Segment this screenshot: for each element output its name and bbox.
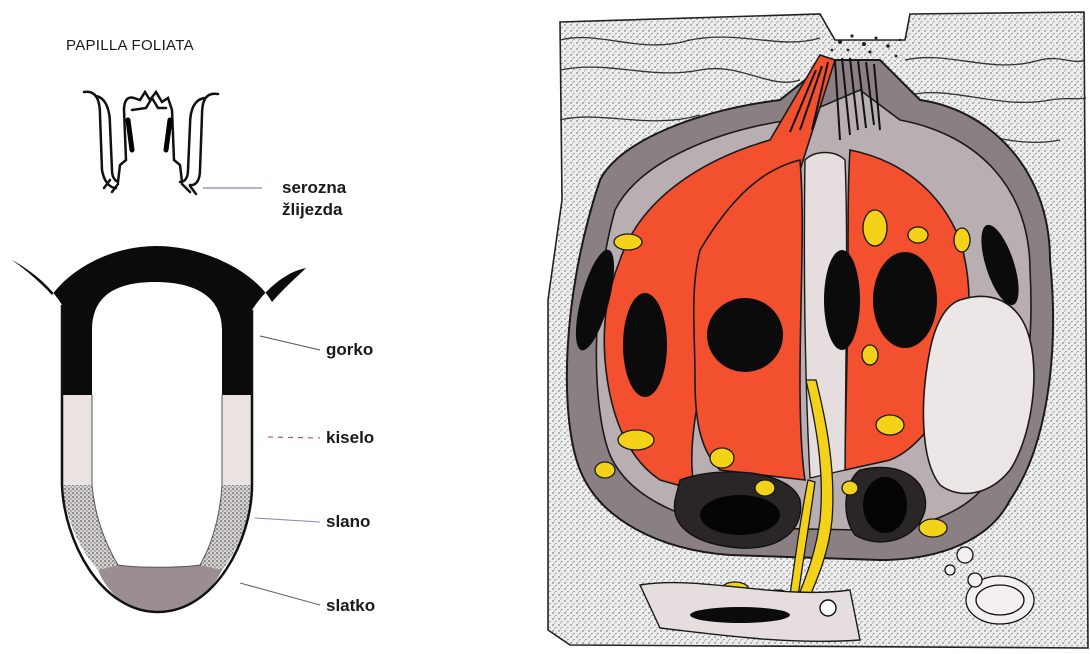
slano-leader [255, 518, 320, 522]
label-slatko: slatko [326, 596, 375, 616]
serous-gland-label-line2: žlijezda [282, 200, 342, 220]
gorko-leader [260, 336, 320, 350]
nucleus [707, 298, 783, 372]
nucleus [873, 252, 937, 348]
tongue-map-drawing [12, 246, 306, 612]
papilla-foliata-drawing [84, 92, 218, 194]
nucleus [863, 477, 907, 533]
papilla-foliata-title: PAPILLA FOLIATA [66, 37, 194, 54]
label-gorko: gorko [326, 340, 373, 360]
label-slano: slano [326, 512, 370, 532]
label-kiselo: kiselo [326, 428, 374, 448]
nucleus [824, 250, 860, 350]
serous-gland-label-line1: serozna [282, 178, 346, 198]
kiselo-leader [268, 437, 320, 438]
taste-bud-illustration [548, 12, 1088, 648]
nucleus [700, 495, 780, 535]
slatko-leader [240, 583, 320, 605]
nucleus [623, 293, 667, 397]
